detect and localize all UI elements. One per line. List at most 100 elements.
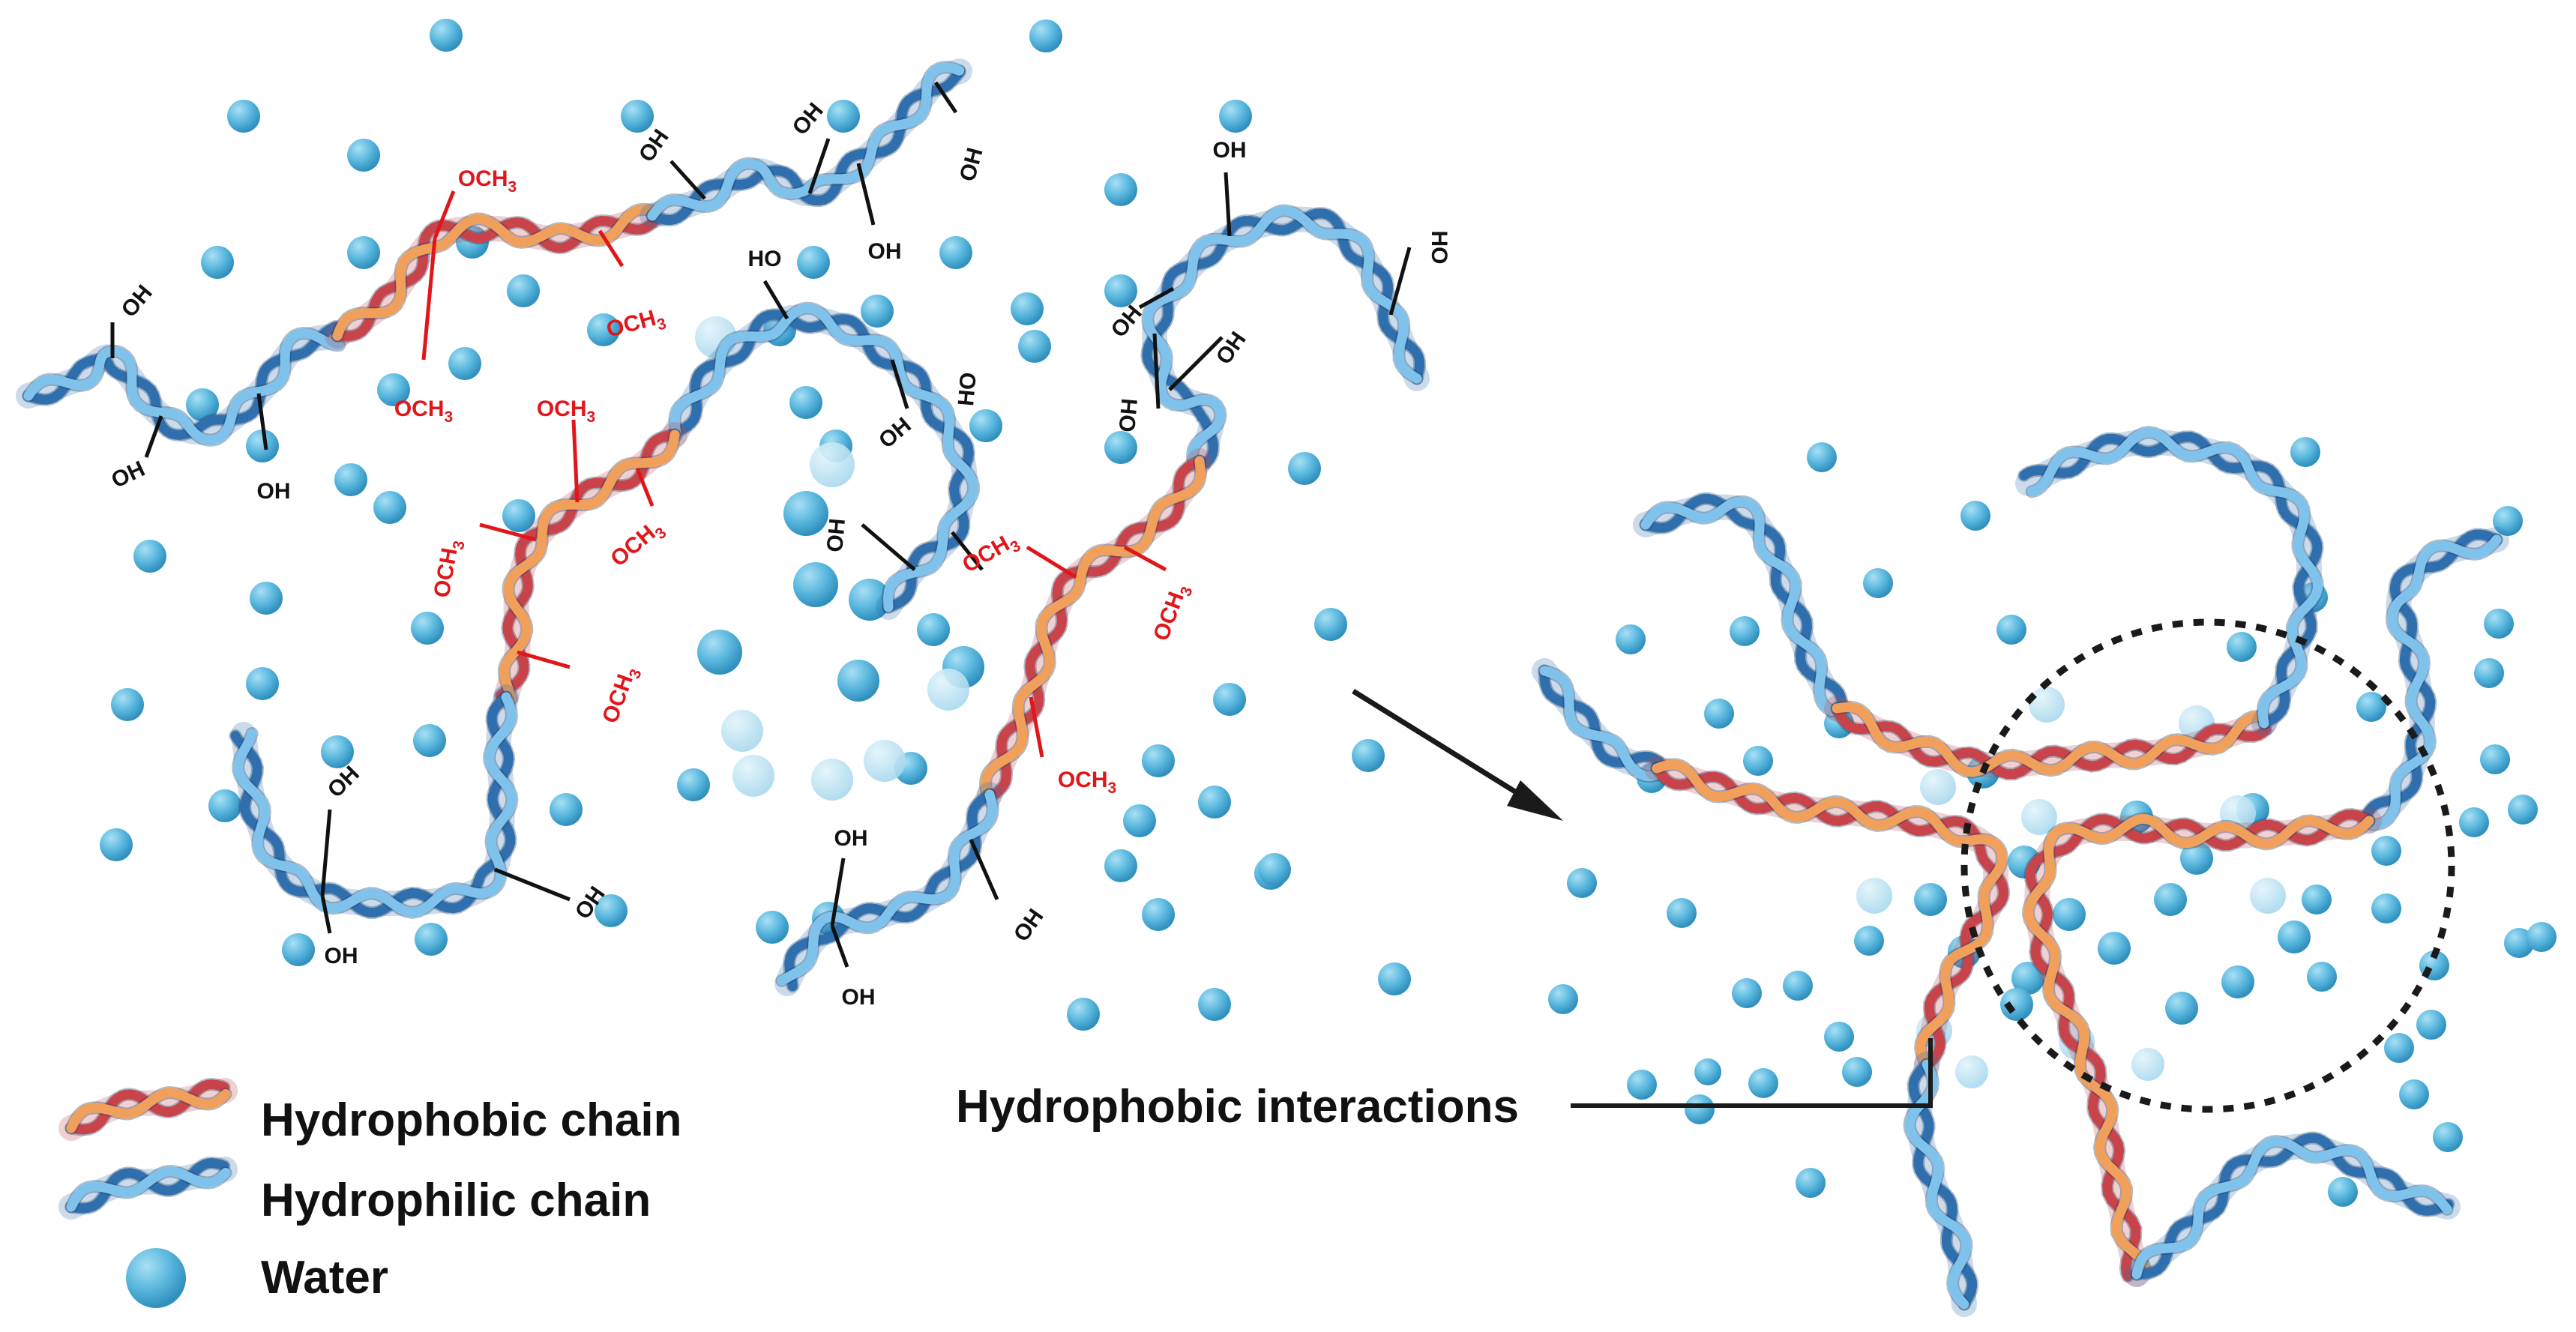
water-droplet-icon [849,579,891,621]
water-droplet-icon [677,768,710,801]
water-droplet-icon [864,740,906,782]
water-droplet-icon [1018,330,1051,363]
water-droplet-icon [1807,442,1837,472]
hydrophilic-chain [2124,1131,2461,1287]
water-droplet-icon [827,100,860,133]
water-droplet-icon [587,313,620,346]
water-droplet-icon [1996,615,2026,645]
water-droplet-icon [1213,683,1246,716]
water-droplet-icon [550,793,583,826]
water-droplet-icon [1627,1070,1657,1100]
water-droplet-icon [1123,804,1156,837]
water-droplet-icon [1920,769,1956,805]
svg-text:OH: OH [1213,138,1247,163]
water-droplet-icon [448,347,481,380]
hydroxyl-group: OH [320,895,358,968]
water-droplet-icon [721,710,763,752]
water-droplet-icon [2480,744,2510,774]
methoxy-group: OCH3 [517,650,645,726]
svg-text:OH: OH [955,145,988,184]
svg-text:OCH3: OCH3 [1149,580,1196,645]
water-droplet-icon [2399,1079,2429,1109]
water-droplet-icon [793,562,838,607]
water-droplet-icon [1288,452,1321,485]
arrow-right-icon [1352,689,1563,821]
water-droplet-icon [250,582,283,615]
svg-text:HO: HO [954,371,981,407]
water-droplet-icon [927,669,969,711]
svg-text:OH: OH [325,944,358,968]
water-droplet-icon [1352,739,1385,772]
water-droplet-icon [1863,568,1893,598]
water-droplet-icon [321,735,354,768]
svg-text:OH: OH [834,826,868,851]
callout-label: Hydrophobic interactions [956,1081,1519,1133]
methoxy-group: OCH3 [1123,545,1197,645]
svg-text:OH: OH [117,280,157,322]
water-droplet-icon [430,19,463,52]
water-droplet-icon [2250,878,2286,914]
hydrophilic-chain [1140,204,1430,474]
water-droplet-icon [2021,799,2057,835]
water-droplet-icon [697,630,742,675]
water-droplet-icon [1548,984,1578,1014]
water-droplet-icon [2011,962,2044,995]
water-droplet-icon [2504,928,2534,958]
svg-text:OH: OH [1009,905,1049,947]
water-droplet-icon [1011,292,1044,325]
water-droplet-icon [1856,878,1892,914]
svg-text:OH: OH [788,98,828,140]
hydrophobic-chain [977,448,1212,807]
methoxy-group: OCH3 [1029,696,1116,797]
water-droplet-icon [2278,920,2311,953]
water-droplet-icon [861,295,894,328]
water-droplet-icon [1842,1057,1872,1087]
legend-water-label: Water [261,1252,388,1304]
water-droplet-icon [2053,898,2086,931]
hydroxyl-group: HO [1388,231,1451,316]
water-droplet-icon [1219,100,1252,133]
water-droplet-icon [1796,1168,1826,1198]
hydrophilic-chain [1903,1052,1979,1317]
water-droplet-icon [2227,632,2257,662]
hydrophobic-chain [1644,756,2011,1077]
water-droplet-icon [2000,988,2033,1021]
water-droplet-icon [201,246,234,279]
hydrophobic-chain [2021,807,2382,1287]
water-droplet-icon [2029,687,2065,723]
interaction-region [1960,618,2455,1113]
water-droplet-icon [789,386,822,419]
callout-leader [1571,1038,1933,1108]
water-droplet-icon [1142,898,1175,931]
hydroxyl-group: HO [748,247,789,320]
water-droplet-icon [1694,1058,1721,1085]
water-droplet-icon [1567,868,1597,898]
water-droplet-icon [2527,922,2557,952]
water-droplet-icon [595,894,628,927]
water-droplet-icon [810,442,855,487]
hydrophilic-chain [1633,492,1850,721]
water-droplet-icon [2356,692,2386,722]
water-droplet-icon [2484,609,2514,639]
svg-text:OCH3: OCH3 [1058,768,1116,797]
water-droplet-icon [347,236,380,269]
water-droplet-icon [811,759,853,801]
hydrophobic-chain [1824,696,2277,781]
hydrophobic-chain [325,202,665,349]
legend-hydrophilic-swatch [58,1156,238,1220]
water-droplet-icon [100,828,133,861]
water-droplet-icon [208,789,241,822]
svg-text:OCH3: OCH3 [394,397,453,426]
water-droplet-icon [756,911,789,944]
water-droplet-icon [2493,506,2523,536]
water-droplet-icon [246,430,279,462]
water-droplet-icon [797,246,830,279]
methoxy-group: OCH3 [394,238,453,426]
water-droplet-icon [2508,795,2538,825]
water-droplet-icon [1960,501,1990,531]
water-droplet-icon [1914,883,1947,916]
water-droplet-icon [1783,971,1813,1001]
hydroxyl-group: OH [933,81,988,184]
water-droplet-icon [2221,965,2254,998]
